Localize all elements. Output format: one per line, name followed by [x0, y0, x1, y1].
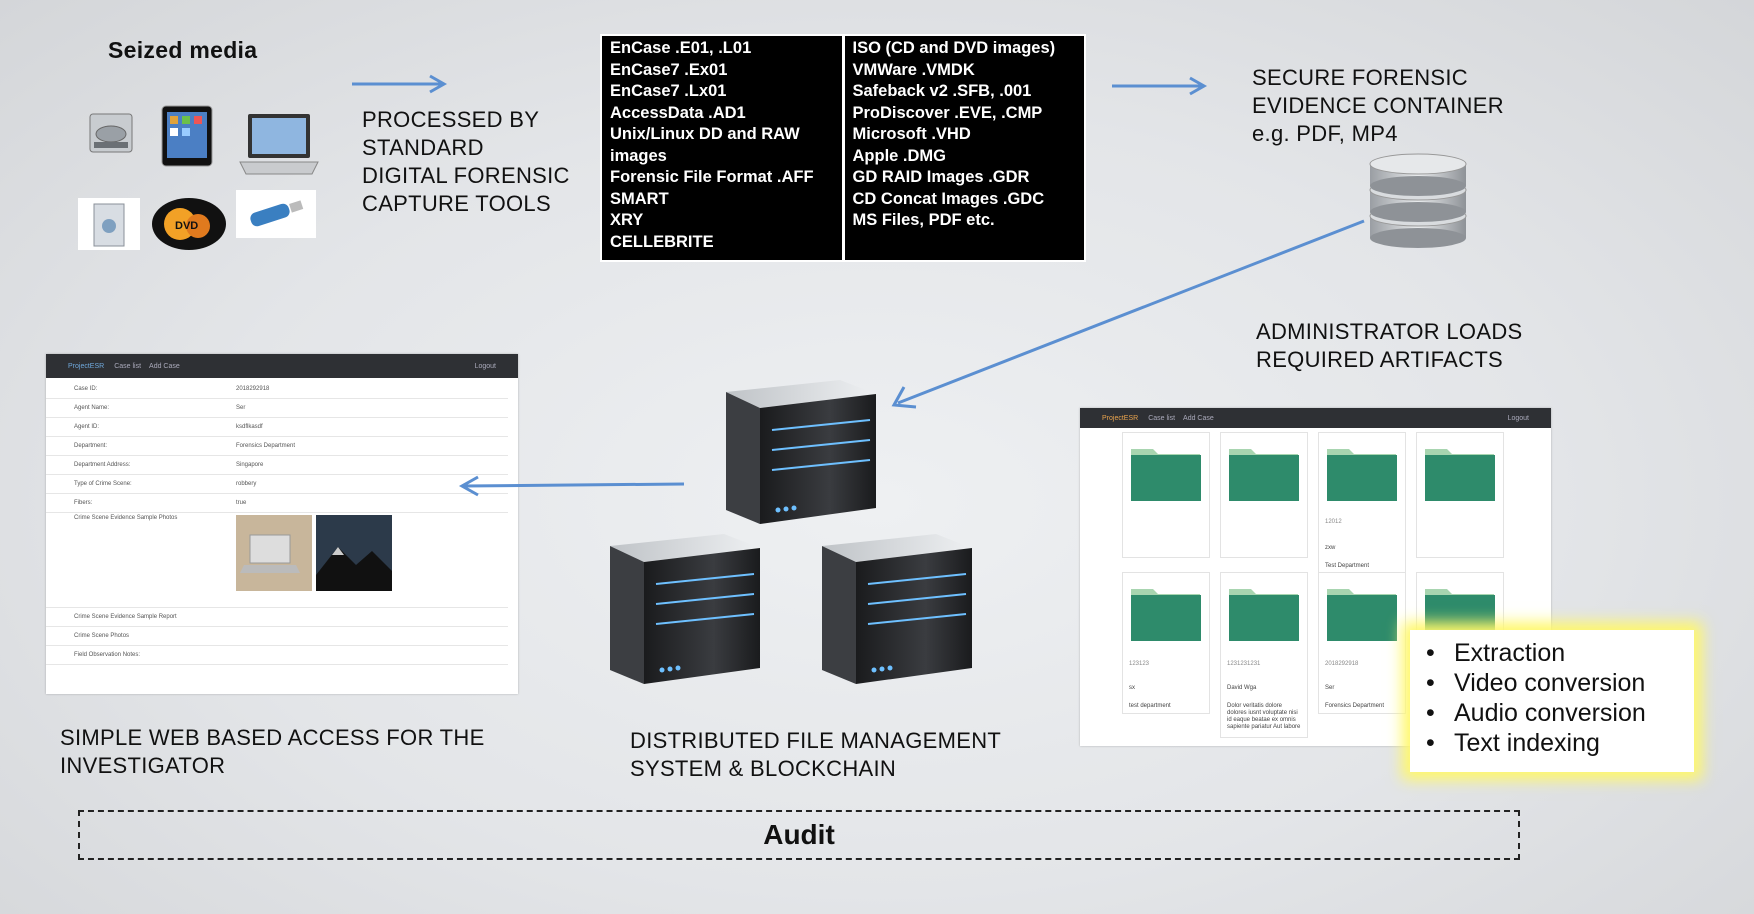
case-app-navbar: ProjectESR Case list Add Case Logout: [46, 354, 518, 378]
case-detail-screenshot: ProjectESR Case list Add Case Logout Cas…: [46, 354, 518, 694]
seized-media-title: Seized media: [108, 37, 258, 63]
field-row: Agent ID:ksdflkasdf: [46, 418, 508, 437]
field-row: Case ID:2018292918: [46, 380, 508, 399]
field-row: Department:Forensics Department: [46, 437, 508, 456]
server-top: [726, 380, 876, 524]
folder-logout-link[interactable]: Logout: [1507, 414, 1529, 422]
logout-link[interactable]: Logout: [474, 362, 496, 370]
audit-box: Audit: [78, 810, 1520, 860]
field-row: Type of Crime Scene:robbery: [46, 475, 508, 494]
arrow-to-container: [1112, 76, 1208, 96]
server-bottom-right: [822, 534, 972, 684]
field-row: Crime Scene Evidence Sample Photos: [46, 513, 508, 608]
arrow-to-web-access: [458, 475, 685, 497]
processing-steps-box: Extraction Video conversion Audio conver…: [1410, 630, 1694, 772]
folder-icon: [1229, 589, 1299, 641]
database-icon: [1369, 153, 1467, 248]
folder-icon: [1131, 449, 1201, 501]
laptop-icon: [239, 114, 319, 175]
folder-icon: [1327, 449, 1397, 501]
tablet-icon: [161, 105, 213, 167]
field-row: Field Observation Notes:: [46, 646, 508, 665]
usb-stick-icon: [236, 190, 316, 238]
folder-app-brand: ProjectESR: [1102, 414, 1139, 422]
step-text-indexing: Text indexing: [1426, 728, 1694, 758]
case-folder-card[interactable]: 123123 sx test department: [1122, 572, 1210, 714]
field-row: Agent Name:Ser: [46, 399, 508, 418]
case-app-brand: ProjectESR: [68, 362, 105, 370]
folder-icon: [1229, 449, 1299, 501]
server-cluster: [610, 380, 972, 684]
folder-list-screenshot: ProjectESR Case list Add Case Logout 120…: [1080, 408, 1551, 746]
hard-drive-icon: [89, 113, 133, 153]
case-list-link[interactable]: Case list: [114, 362, 142, 370]
case-folder-card[interactable]: [1416, 432, 1504, 558]
arrow-to-processing: [352, 74, 448, 94]
step-audio-conversion: Audio conversion: [1426, 698, 1694, 728]
folder-icon: [1131, 589, 1201, 641]
sample-photo-mountain[interactable]: [316, 515, 392, 591]
case-folder-card[interactable]: [1220, 432, 1308, 558]
folder-app-navbar: ProjectESR Case list Add Case Logout: [1080, 408, 1551, 428]
folder-add-case-link[interactable]: Add Case: [1183, 414, 1214, 422]
svg-text:DVD: DVD: [175, 220, 198, 232]
case-folder-card[interactable]: 1231231231 David Wga Dolor veritatis dol…: [1220, 572, 1308, 738]
step-video-conversion: Video conversion: [1426, 668, 1694, 698]
field-row: Crime Scene Evidence Sample Report: [46, 608, 508, 627]
field-row: Crime Scene Photos: [46, 627, 508, 646]
field-row: Fibers:true: [46, 494, 508, 513]
case-folder-card[interactable]: 2018292918 Ser Forensics Department: [1318, 572, 1406, 714]
step-extraction: Extraction: [1426, 638, 1694, 668]
dvd-icon: DVD: [152, 198, 226, 250]
folder-icon: [1425, 449, 1495, 501]
case-folder-card[interactable]: 12012 zxw Test Department: [1318, 432, 1406, 582]
field-row: Department Address:Singapore: [46, 456, 508, 475]
sample-photo-laptop[interactable]: [236, 515, 312, 591]
add-case-link[interactable]: Add Case: [149, 362, 180, 370]
case-folder-card[interactable]: [1122, 432, 1210, 558]
folder-case-list-link[interactable]: Case list: [1148, 414, 1176, 422]
folder-icon: [1327, 589, 1397, 641]
arrow-to-servers: [891, 219, 1365, 409]
server-box-icon: [78, 198, 140, 250]
server-bottom-left: [610, 534, 760, 684]
